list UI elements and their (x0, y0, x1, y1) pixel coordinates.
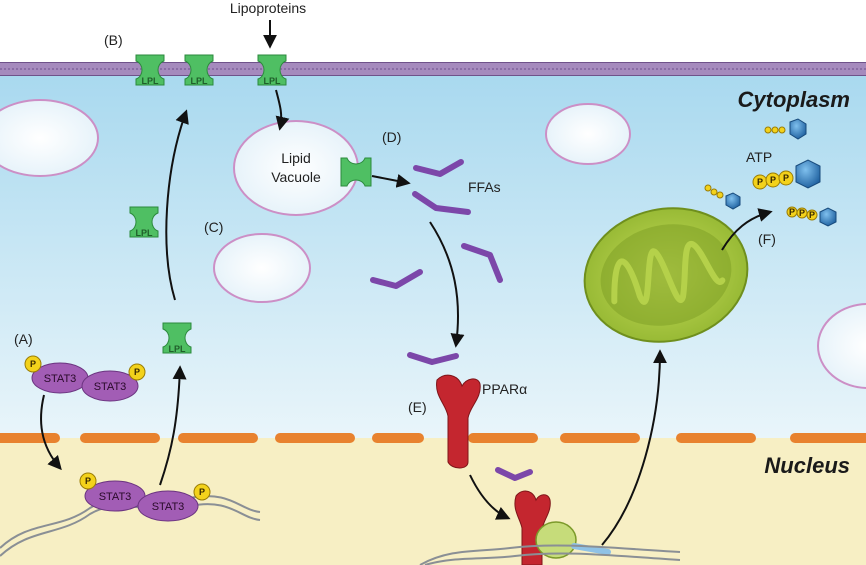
label-a: (A) (14, 331, 33, 347)
lipoproteins-label: Lipoproteins (230, 0, 306, 16)
lpl-label: LPL (136, 228, 154, 238)
vacuole-top-left (0, 99, 99, 177)
vacuole-mid (213, 233, 311, 303)
lipid-vacuole-label-line2: Vacuole (271, 169, 321, 185)
cell-membrane (0, 62, 866, 76)
adp-molecule-left (704, 184, 741, 210)
ffa-group (370, 159, 533, 481)
phosphate-label: P (770, 175, 776, 185)
vacuole-top-right (545, 103, 631, 165)
stat3-dimer-nucleus: STAT3 STAT3 P P (79, 472, 211, 522)
ffa-to-ppar-arrow (429, 221, 465, 348)
phosphate (24, 355, 42, 373)
phosphate (128, 363, 146, 381)
label-d: (D) (382, 129, 401, 145)
atp-molecule-large: P P P (752, 159, 821, 190)
label-f: (F) (758, 231, 776, 247)
rxr-partner (535, 521, 577, 559)
vacuole-right-edge (817, 303, 866, 389)
adp-molecule (764, 118, 807, 140)
ffa-molecule (407, 352, 459, 365)
label-b: (B) (104, 32, 123, 48)
phosphate-label: P (783, 173, 789, 183)
lpl-membrane-1: LPL (135, 54, 165, 86)
ffa-molecule (461, 243, 503, 283)
stat3-dimer-cytoplasm: STAT3 STAT3 P P (24, 355, 146, 402)
label-c: (C) (204, 219, 223, 235)
lpl-membrane-3: LPL (257, 54, 287, 86)
phosphate (79, 472, 97, 490)
phosphate-label: P (30, 359, 36, 369)
stat3-label: STAT3 (99, 491, 132, 503)
atp-molecule-small: P P P (786, 206, 837, 227)
lpl-label: LPL (142, 76, 160, 86)
lpl-label: LPL (191, 76, 209, 86)
lpl-to-vacuole-arrow (275, 89, 290, 131)
phosphate (806, 209, 818, 221)
lipid-vacuole-label-line1: Lipid (281, 150, 311, 166)
ppara-label: PPARα (482, 381, 527, 397)
transcript-arrow (571, 543, 611, 555)
nucleus-label: Nucleus (764, 453, 850, 478)
stat3-monomer (137, 490, 199, 522)
lpl-membrane-2: LPL (184, 54, 214, 86)
lpl-transport-arrow (165, 109, 189, 301)
phosphate (193, 483, 211, 501)
lpl-to-ffa-arrow (371, 173, 411, 188)
stat3-nuclear-import-arrow (40, 394, 62, 471)
nucleus-to-mitochondrion-arrow (601, 349, 667, 546)
nuclear-envelope (0, 433, 866, 443)
stat3-label: STAT3 (152, 501, 185, 513)
label-e: (E) (408, 399, 427, 415)
dna-strand-right (419, 544, 681, 565)
ffa-molecule (412, 191, 471, 215)
cytoplasm-label: Cytoplasm (738, 87, 850, 112)
lpl-cytoplasm-1: LPL (129, 206, 159, 238)
phosphate (778, 170, 794, 186)
ffas-label: FFAs (468, 179, 501, 195)
phosphate-label: P (85, 476, 91, 486)
stat3-monomer (81, 370, 139, 402)
mitochondrion (583, 207, 749, 343)
ppar-receptor-cytoplasm (436, 374, 481, 469)
empty-vacuoles (0, 99, 866, 389)
lipid-vacuole (233, 120, 359, 216)
lpl-cytoplasm-2: LPL (162, 322, 192, 354)
ffa-molecule (370, 269, 423, 289)
ffa-molecule (495, 467, 533, 481)
phosphate-label: P (809, 210, 815, 220)
lpl-label: LPL (169, 344, 187, 354)
phosphate-label: P (199, 487, 205, 497)
phosphate-label: P (757, 177, 763, 187)
ppar-to-nucleus-arrow (469, 474, 511, 520)
lpl-export-arrow (159, 365, 187, 486)
ffa-molecule (413, 159, 464, 177)
phosphate-label: P (134, 367, 140, 377)
extracellular-space (0, 0, 866, 62)
stat3-label: STAT3 (94, 381, 127, 393)
lpl-label: LPL (264, 76, 282, 86)
stat3-label: STAT3 (44, 373, 77, 385)
phosphate-label: P (799, 208, 805, 218)
mitochondrion-to-atp-arrow (721, 208, 773, 251)
atp-label: ATP (746, 149, 772, 165)
phosphate-label: P (789, 207, 795, 217)
